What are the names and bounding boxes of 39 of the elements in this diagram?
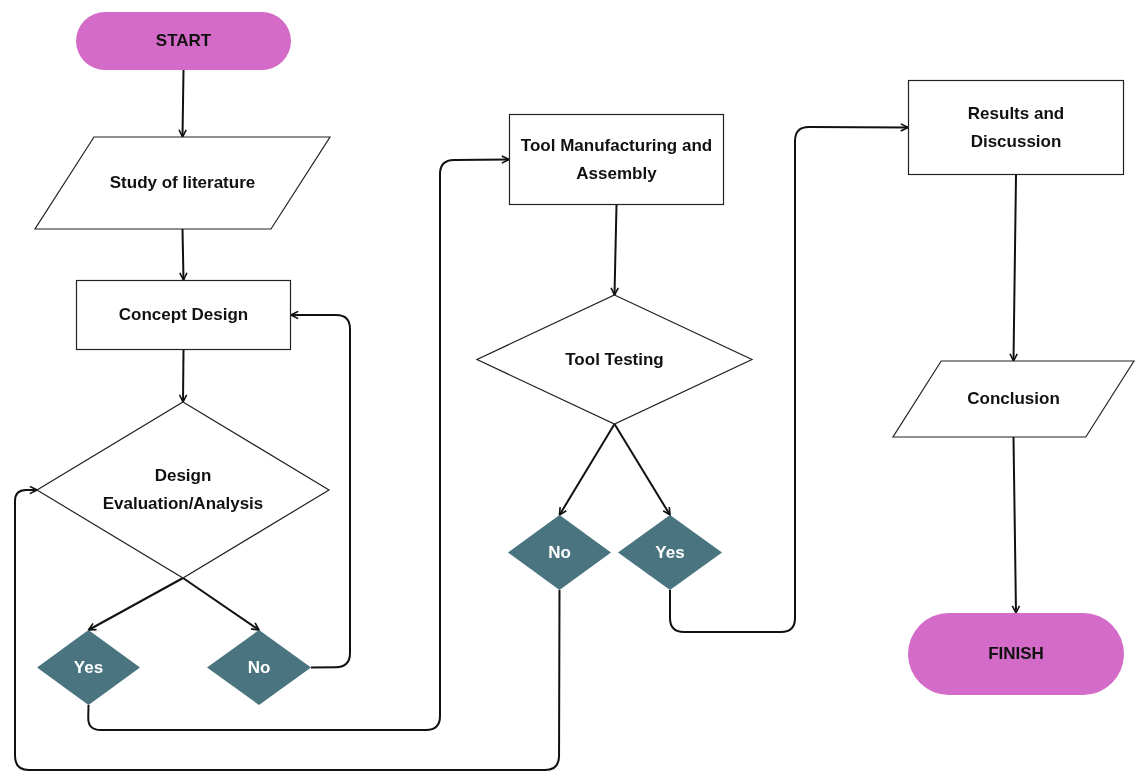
arrow (178, 228, 188, 281)
node-label: Conclusion (967, 388, 1060, 410)
arrow (87, 155, 510, 731)
arrow (669, 123, 909, 633)
process-box (509, 114, 724, 205)
arrow (558, 423, 616, 516)
decision-diamond (37, 402, 329, 578)
process-box (908, 80, 1124, 175)
node-label: Tool Manufacturing and Assembly (519, 134, 714, 185)
input-output-parallelogram (893, 361, 1134, 437)
node-label: No (247, 656, 271, 679)
node-label: Yes (655, 541, 685, 564)
node-label: Results and Discussion (966, 102, 1066, 153)
node-label: Study of literature (109, 172, 256, 194)
arrow (87, 577, 184, 631)
process-box (76, 280, 291, 350)
node-label: Yes (73, 656, 104, 679)
node-label: START (155, 30, 212, 52)
node-label: FINISH (988, 643, 1044, 665)
outcome-diamond (37, 630, 140, 705)
arrow (610, 204, 620, 296)
arrow (178, 349, 188, 403)
outcome-diamond (207, 630, 311, 705)
arrow (14, 485, 561, 771)
decision-diamond (477, 295, 752, 424)
node-label: No (548, 541, 571, 564)
arrow (178, 69, 187, 138)
terminal-pill (76, 12, 291, 70)
node-label: Tool Testing (565, 348, 664, 371)
arrow (1009, 174, 1018, 362)
arrow (1011, 436, 1021, 614)
node-label: Design Evaluation/Analysis (101, 465, 265, 515)
arrow (182, 577, 260, 631)
node-label: Concept Design (118, 304, 249, 326)
arrow (613, 423, 671, 516)
arrow (290, 310, 351, 669)
outcome-diamond (508, 515, 611, 590)
input-output-parallelogram (35, 137, 330, 229)
outcome-diamond (618, 515, 722, 590)
